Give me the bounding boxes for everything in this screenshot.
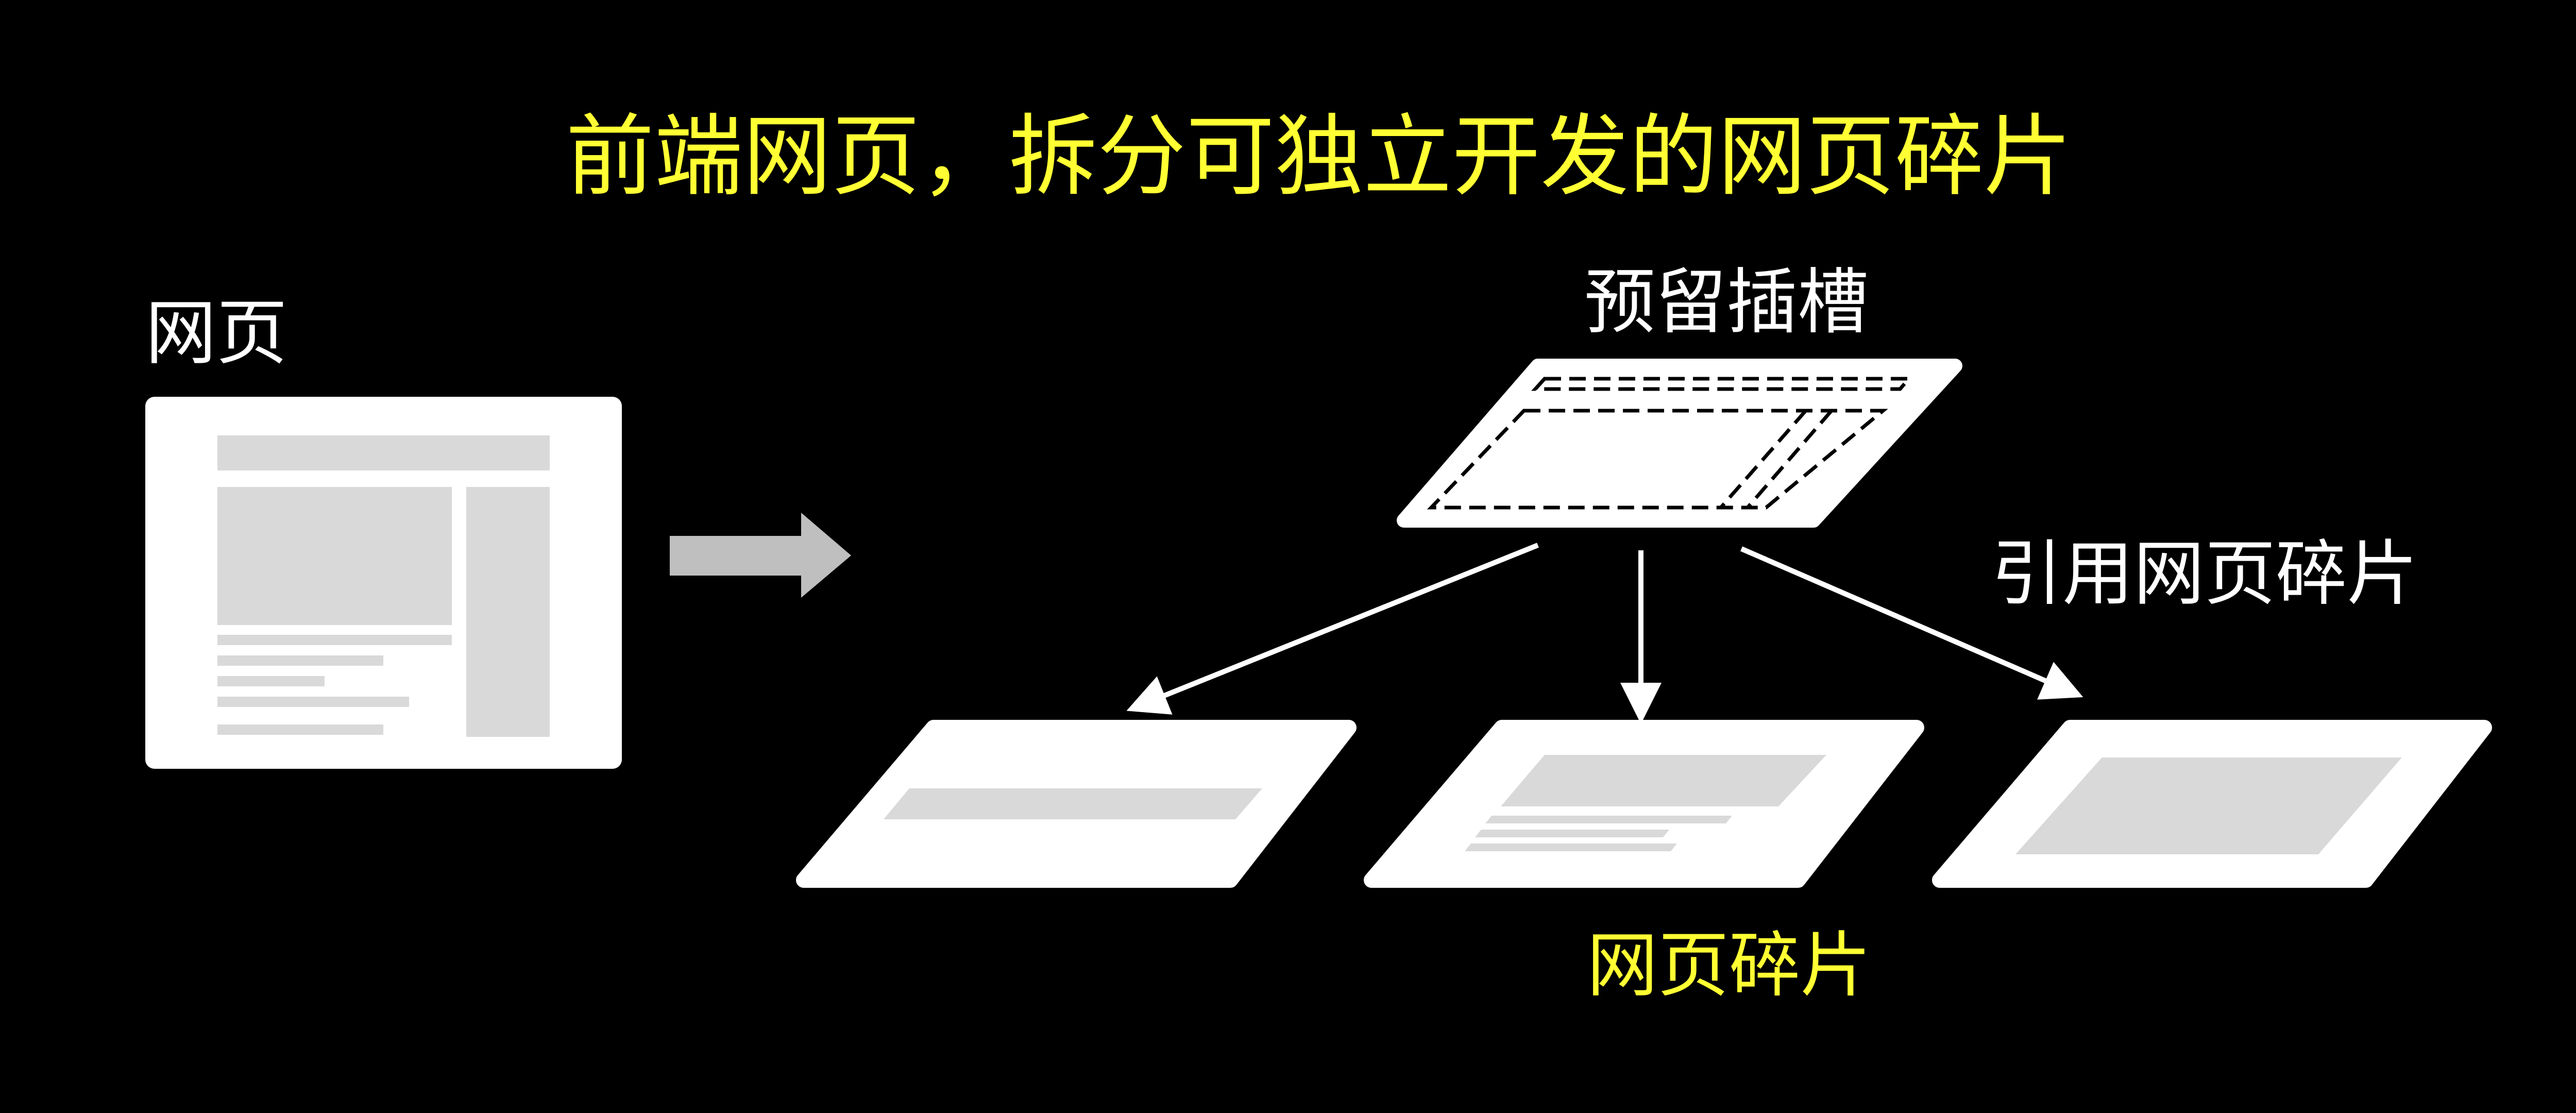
reserved-slot-card [1397, 359, 1962, 528]
fragment-header [796, 720, 1357, 888]
webpage-header-block [217, 435, 550, 470]
slot-divider-outline [1719, 409, 1807, 509]
arrow-to-fragment-left [1126, 543, 1539, 715]
slot-card-shape [1397, 359, 1962, 528]
webpage-label: 网页 [145, 292, 288, 375]
fragment-content [1364, 720, 1924, 888]
webpage-text-line [217, 724, 383, 735]
reference-fragment-label: 引用网页碎片 [1991, 532, 2418, 615]
web-fragment-label: 网页碎片 [1587, 924, 1872, 1007]
webpage-sidebar-block [466, 487, 550, 737]
webpage-text-line [217, 635, 452, 645]
slot-body-outline [1427, 409, 1888, 510]
fragment-text-line [1465, 844, 1677, 851]
webpage-text-line [217, 697, 409, 707]
fragment-text-line [1485, 816, 1732, 823]
webpage-text-line [217, 655, 383, 666]
fragment-block-area [2015, 757, 2402, 854]
slot-divider-outline [1746, 409, 1833, 509]
fragment-block [1932, 720, 2492, 888]
arrow-to-fragment-right [1740, 546, 2083, 700]
webpage-wireframe [145, 397, 622, 769]
slot-header-outline [1531, 377, 1913, 391]
slide-title: 前端网页，拆分可独立开发的网页碎片 [566, 105, 2072, 208]
fragment-content-block [1501, 755, 1826, 806]
webpage-main-block [217, 487, 452, 625]
fragment-header-block [884, 788, 1262, 819]
fragment-text-line [1475, 830, 1669, 837]
reserved-slot-label: 预留插槽 [1584, 261, 1869, 344]
transform-arrow [670, 513, 851, 598]
webpage-text-line [217, 676, 325, 686]
